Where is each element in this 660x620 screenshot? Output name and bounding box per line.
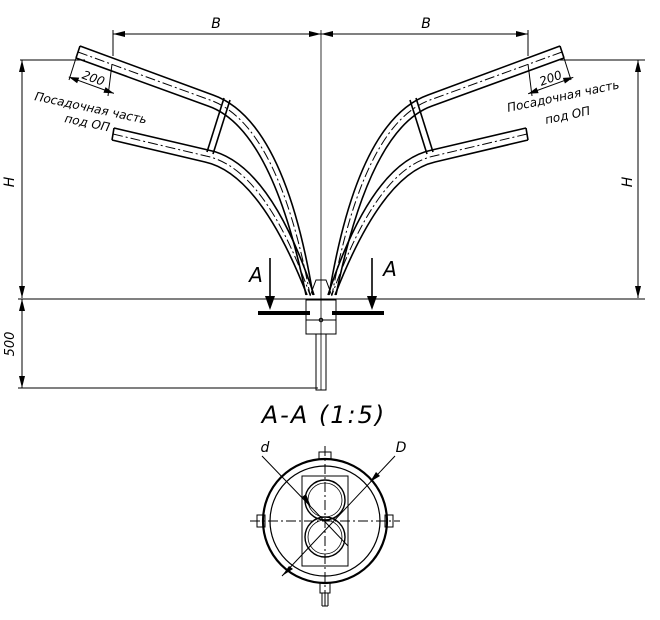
dim-b-left-label: B (211, 16, 221, 32)
section-marker-right: A (367, 257, 397, 310)
dim-200-left-label: 200 (80, 68, 107, 89)
svg-text:A: A (381, 257, 397, 281)
base-assembly (258, 279, 384, 391)
left-strut (206, 97, 225, 153)
dim-h-right-label: H (620, 176, 636, 187)
section-marker-left: A (247, 258, 275, 310)
dia-large-label: D (396, 440, 407, 456)
seating-note-right: Посадочная часть под ОП (506, 77, 621, 126)
section-title: A-A (1:5) (260, 401, 386, 429)
dimensions: B B H H 500 200 (2, 16, 645, 389)
left-upper-arm (75, 45, 314, 296)
bracket-body (75, 30, 565, 391)
svg-text:A: A (247, 263, 263, 287)
svg-text:под ОП: под ОП (544, 104, 592, 127)
left-lower-arm (111, 127, 315, 296)
dim-500-label: 500 (3, 332, 18, 357)
right-upper-arm (328, 45, 565, 296)
right-strut (415, 97, 434, 153)
dia-small-label: d (261, 440, 270, 456)
section-view: d D (250, 440, 407, 607)
dim-h-left-label: H (2, 176, 18, 187)
dim-200-right-label: 200 (537, 68, 564, 89)
dim-b-right-label: B (421, 16, 431, 32)
seating-note-left: Посадочная часть под ОП (33, 89, 148, 134)
right-lower-arm (327, 127, 529, 296)
